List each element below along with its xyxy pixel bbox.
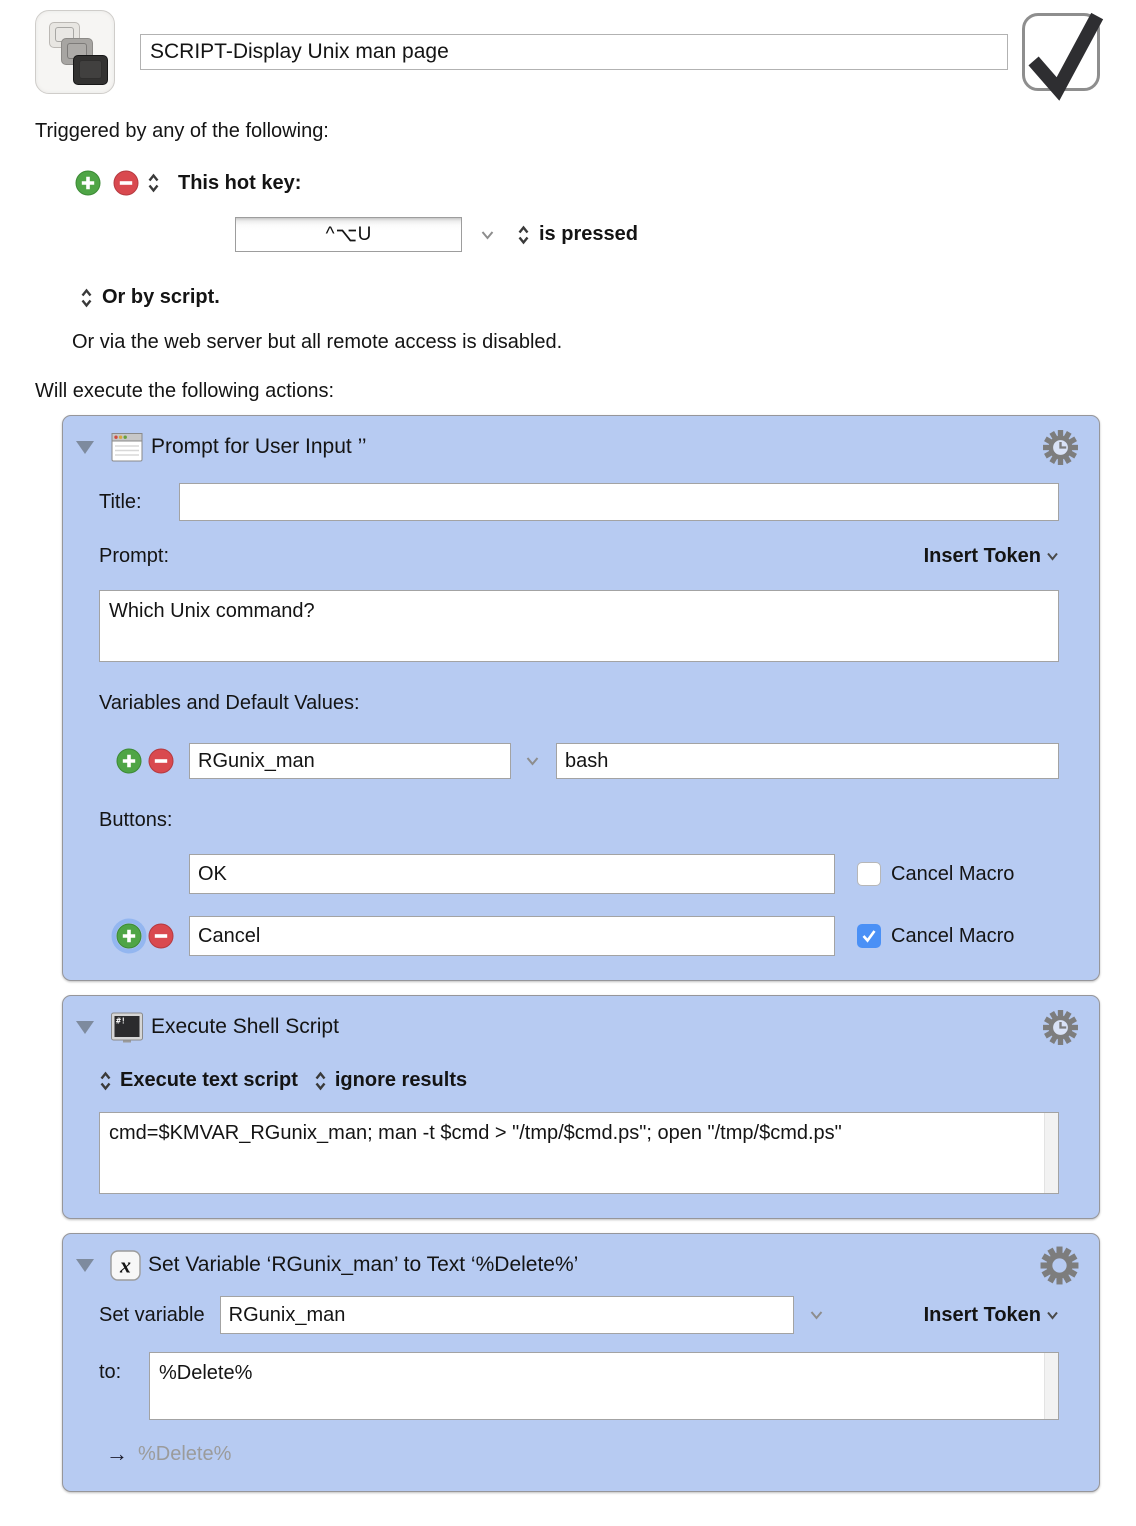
macro-keys-icon[interactable] (35, 10, 115, 94)
button-ok-input[interactable] (189, 854, 835, 894)
keycap-dark-icon (73, 55, 108, 85)
insert-token-label: Insert Token (923, 545, 1041, 567)
hotkey-ctrl-glyph: ^ (325, 223, 335, 245)
hotkey-capture-field[interactable]: ^ U (235, 217, 462, 252)
macro-name-input[interactable] (140, 34, 1008, 70)
variable-default-input[interactable] (556, 743, 1059, 779)
hotkey-trigger-row: This hot key: (75, 170, 1100, 196)
action2-header: #! Execute Shell Script (63, 1007, 1099, 1045)
script-results-stepper[interactable] (314, 1070, 327, 1092)
add-trigger-button[interactable] (75, 170, 101, 196)
disclosure-triangle-icon[interactable] (76, 1020, 94, 1034)
svg-text:x: x (119, 1252, 131, 1277)
ok-cancel-macro-checkbox[interactable] (857, 862, 881, 886)
insert-token-menu[interactable]: Insert Token (924, 545, 1059, 568)
result-preview-text: %Delete% (138, 1442, 232, 1465)
script-trigger-label: Or by script. (102, 286, 220, 308)
cancel-macro-label: Cancel Macro (891, 924, 1015, 947)
hotkey-detail-row: ^ U is pressed (235, 217, 1100, 252)
button-cancel-input[interactable] (189, 916, 835, 956)
variable-name-input[interactable] (189, 743, 511, 779)
hotkey-dropdown-chevron-icon[interactable] (480, 230, 495, 240)
to-text-area[interactable]: %Delete% (149, 1352, 1059, 1420)
remove-trigger-button[interactable] (113, 170, 139, 196)
to-label: to: (99, 1361, 122, 1383)
set-variable-label: Set variable (99, 1303, 205, 1326)
add-variable-button[interactable] (116, 748, 142, 774)
shell-script-text-area[interactable]: cmd=$KMVAR_RGunix_man; man -t $cmd > "/t… (99, 1112, 1059, 1194)
action-execute-shell-script: #! Execute Shell Script (62, 995, 1100, 1219)
script-trigger-stepper[interactable] (80, 287, 93, 309)
script-mode-label: Execute text script (120, 1069, 298, 1091)
result-preview-row: → %Delete% (106, 1441, 1059, 1467)
action3-header: x Set Variable ‘RGunix_man’ to Text ‘%De… (63, 1245, 1099, 1285)
title-field-input[interactable] (179, 483, 1059, 521)
hotkey-trigger-label: This hot key: (178, 171, 302, 194)
variable-x-icon: x (110, 1249, 141, 1281)
script-results-label: ignore results (334, 1069, 468, 1091)
cancel-cancel-macro-checkbox[interactable] (857, 924, 881, 948)
action1-title: Prompt for User Input ’’ (151, 435, 367, 458)
terminal-icon: #! (110, 1010, 144, 1044)
trigger-type-stepper[interactable] (147, 172, 160, 194)
prompt-text-area[interactable]: Which Unix command? (99, 590, 1059, 662)
svg-text:#!: #! (116, 1017, 126, 1026)
prompt-field-label: Prompt: (99, 545, 170, 567)
triggers-heading: Triggered by any of the following: (35, 120, 329, 142)
disclosure-triangle-icon[interactable] (76, 440, 94, 454)
chevron-down-icon (1047, 1311, 1058, 1320)
action3-title: Set Variable ‘RGunix_man’ to Text ‘%Dele… (148, 1253, 579, 1276)
script-trigger-row: Or by script. (80, 286, 1100, 309)
macro-enabled-checkmark-button[interactable] (1022, 12, 1104, 101)
insert-token-menu[interactable]: Insert Token (924, 1304, 1059, 1327)
action-set-variable: x Set Variable ‘RGunix_man’ to Text ‘%De… (62, 1233, 1100, 1492)
web-server-note: Or via the web server but all remote acc… (72, 331, 563, 353)
add-button-button[interactable] (116, 923, 142, 949)
remove-variable-button[interactable] (148, 748, 174, 774)
variables-section-label: Variables and Default Values: (99, 692, 360, 714)
check-icon (862, 930, 876, 943)
variable-dropdown-chevron-icon[interactable] (525, 756, 540, 766)
cancel-macro-label: Cancel Macro (891, 862, 1015, 885)
option-key-icon (336, 229, 356, 241)
checkmark-icon (1028, 12, 1104, 101)
gear-icon[interactable] (1040, 1246, 1079, 1285)
gear-clock-icon[interactable] (1042, 1009, 1079, 1046)
action2-title: Execute Shell Script (151, 1015, 339, 1038)
remove-button-button[interactable] (148, 923, 174, 949)
window-prompt-icon (110, 430, 144, 464)
action-prompt-for-user-input: Prompt for User Input ’’ (62, 415, 1100, 981)
title-field-label: Title: (99, 490, 142, 513)
hotkey-condition-stepper[interactable] (517, 224, 530, 246)
set-variable-name-input[interactable] (219, 1296, 794, 1334)
hotkey-key-glyph: U (357, 223, 372, 245)
result-arrow-icon: → (106, 1441, 128, 1466)
actions-heading: Will execute the following actions: (35, 380, 335, 402)
buttons-section-label: Buttons: (99, 809, 173, 831)
gear-clock-icon[interactable] (1042, 429, 1079, 466)
set-variable-dropdown-chevron-icon[interactable] (809, 1310, 824, 1320)
chevron-down-icon (1047, 552, 1058, 561)
disclosure-triangle-icon[interactable] (76, 1258, 94, 1272)
insert-token-label: Insert Token (923, 1303, 1041, 1326)
hotkey-condition-label: is pressed (539, 223, 638, 245)
macro-header (35, 10, 1104, 101)
action1-header: Prompt for User Input ’’ (63, 427, 1099, 465)
script-mode-stepper[interactable] (99, 1070, 112, 1092)
